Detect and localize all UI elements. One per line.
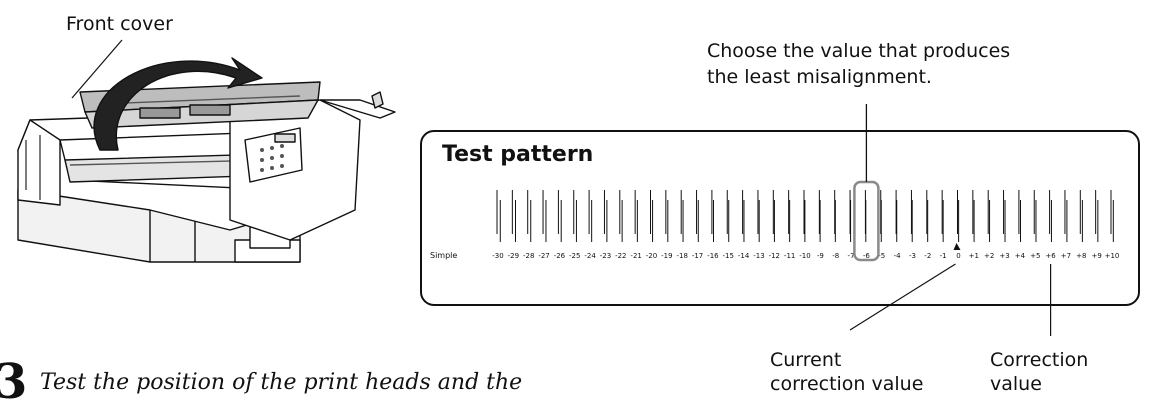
printer-illustration [17,39,396,263]
scale-tick-label: -26 [554,252,566,260]
scale-tick-label: -8 [832,252,839,260]
scale-tick-label: -22 [615,252,626,260]
scale-tick-label: +8 [1076,252,1086,260]
scale-tick-label: -3 [909,252,916,260]
scale-tick-label: -27 [538,252,549,260]
least-misalignment-callout: Choose the value that produces the least… [707,38,1010,90]
scale-tick-label: -7 [848,252,855,260]
selected-value-highlight [853,180,880,262]
scale-tick-label: -30 [492,252,503,260]
scale-tick-label: +5 [1030,252,1040,260]
scale-tick-label: -6 [863,252,871,260]
front-cover-leader [71,39,123,99]
scale-tick-label: +3 [999,252,1009,260]
front-cover-label: Front cover [66,13,173,35]
scale-tick-label: -28 [523,252,534,260]
scale-tick-label: +6 [1045,252,1056,260]
scale-tick-label: -10 [799,252,810,260]
scale-tick-label: -14 [738,252,750,260]
scale-tick-label: -15 [723,252,734,260]
step-text: Test the position of the print heads and… [40,370,523,395]
scale-tick-label: +2 [984,252,994,260]
test-pattern-title: Test pattern [442,142,594,167]
scale-labels: -30-29-28-27-26-25-24-23-22-21-20-19-18-… [492,252,1119,260]
scale-tick-label: -1 [940,252,947,260]
scale-tick-label: -21 [630,252,641,260]
scale-tick-label: +1 [969,252,979,260]
scale-tick-label: -9 [817,252,824,260]
scale-tick-label: -24 [584,252,596,260]
pattern-ticks [496,190,1114,242]
current-line-2: correction value [770,373,924,395]
scale-tick-label: +10 [1105,252,1120,260]
scale-tick-label: -29 [508,252,519,260]
test-pattern-box [420,130,1140,306]
scale-tick-label: -4 [894,252,902,260]
printer-drawing [17,57,396,263]
correction-line-1: Correction [990,349,1089,371]
scale-tick-label: +7 [1061,252,1071,260]
scale-tick-label: -11 [784,252,795,260]
scale-tick-label: -2 [924,252,931,260]
scale-tick-label: -23 [600,252,611,260]
scale-tick-label: -18 [676,252,687,260]
current-correction-leader [849,263,956,331]
simple-label: Simple [430,251,457,260]
scale-tick-label: -20 [646,252,657,260]
scale-tick-label: -17 [692,252,703,260]
correction-line-2: value [990,373,1042,395]
correction-value-callout: Correction value [990,348,1088,396]
current-value-marker [953,243,961,250]
scale-tick-label: +9 [1091,252,1101,260]
callout-line-1: Choose the value that produces [707,40,1011,62]
scale-tick-label: 0 [956,252,960,260]
callout-line-2: the least misalignment. [707,66,932,88]
scale-tick-label: +4 [1015,252,1026,260]
current-line-1: Current [770,349,842,371]
test-pattern-graphic: Simple -30-29-28-27-26-25-24-23-22-21-20… [430,104,1119,336]
scale-tick-label: -12 [769,252,780,260]
step-number: 3 [0,354,28,410]
scale-tick-label: -5 [878,252,885,260]
scale-tick-label: -16 [707,252,719,260]
scale-tick-label: -19 [661,252,672,260]
scale-tick-label: -25 [569,252,580,260]
scale-tick-label: -13 [753,252,764,260]
current-correction-callout: Current correction value [770,348,923,396]
